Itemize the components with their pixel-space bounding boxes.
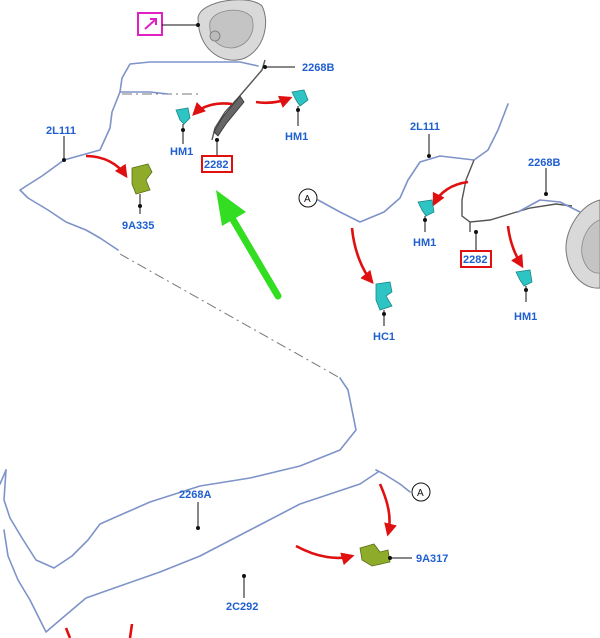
label-2268B-right: 2268B xyxy=(528,157,560,169)
label-HM1-b: HM1 xyxy=(285,131,308,143)
part-HC1-icon[interactable] xyxy=(375,281,393,311)
label-9A335: 9A335 xyxy=(122,220,154,232)
label-HC1: HC1 xyxy=(373,331,395,343)
clip-hm1-c-icon[interactable] xyxy=(417,199,435,217)
label-HM1-a: HM1 xyxy=(170,146,193,158)
label-HM1-c: HM1 xyxy=(413,237,436,249)
part-9A317-icon[interactable] xyxy=(359,543,391,567)
label-2L111-left: 2L111 xyxy=(46,125,76,137)
green-arrow xyxy=(216,190,282,300)
clip-hm1-b-icon[interactable] xyxy=(291,89,309,107)
label-2268B-top: 2268B xyxy=(302,62,334,74)
svg-text:A: A xyxy=(304,194,311,205)
connector-a-1[interactable]: A xyxy=(298,188,318,208)
label-2282-a[interactable]: 2282 xyxy=(204,159,228,171)
label-2282-b[interactable]: 2282 xyxy=(463,254,487,266)
label-2L111-right: 2L111 xyxy=(410,121,440,133)
brake-backing-plate-top xyxy=(197,0,267,61)
label-2C292: 2C292 xyxy=(226,601,258,613)
svg-text:A: A xyxy=(417,488,424,499)
label-HM1-d: HM1 xyxy=(514,311,537,323)
clip-hm1-a-icon[interactable] xyxy=(175,107,191,125)
connector-a-2[interactable]: A xyxy=(411,482,431,502)
part-9A335-icon[interactable] xyxy=(131,163,153,195)
brake-backing-plate-right xyxy=(565,199,600,289)
view-icon[interactable] xyxy=(137,12,200,36)
label-9A317: 9A317 xyxy=(416,553,448,565)
label-2268A: 2268A xyxy=(179,489,211,501)
clip-hm1-d-icon[interactable] xyxy=(515,269,533,287)
